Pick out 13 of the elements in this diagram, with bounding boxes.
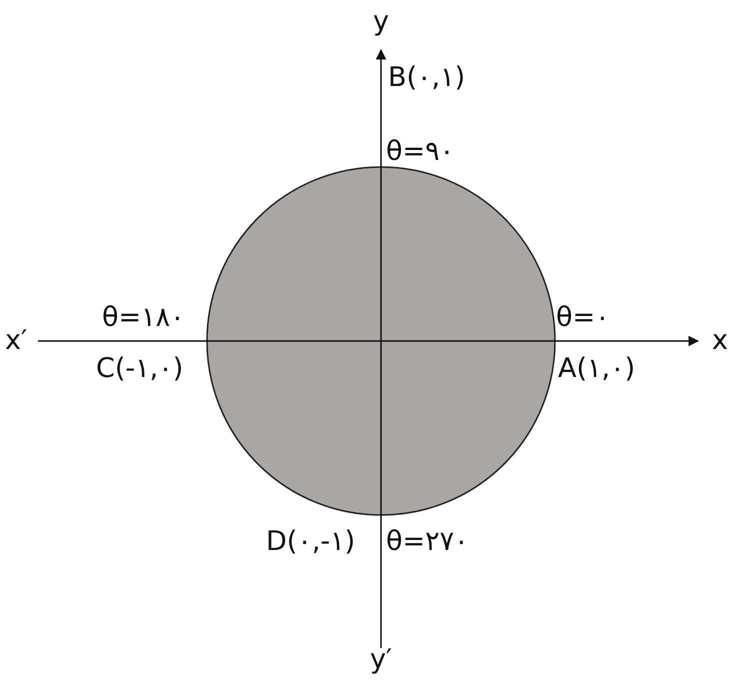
- axis-label: x: [712, 325, 728, 357]
- angle-label: θ=۰: [556, 302, 610, 334]
- angle-label: θ=۱۸۰: [102, 302, 185, 334]
- point-label: D(۰,-۱): [266, 526, 356, 558]
- point-label: A(۱,۰): [558, 353, 636, 385]
- point-label: C(-۱,۰): [96, 353, 184, 385]
- angle-label: θ=۲۷۰: [386, 526, 469, 558]
- axis-label: y′: [370, 644, 392, 676]
- point-label: B(۰,۱): [388, 62, 466, 94]
- angle-label: θ=۹۰: [386, 136, 454, 168]
- axis-label: y: [373, 6, 389, 38]
- unit-circle: [206, 166, 556, 516]
- axis-label: x′: [5, 325, 28, 357]
